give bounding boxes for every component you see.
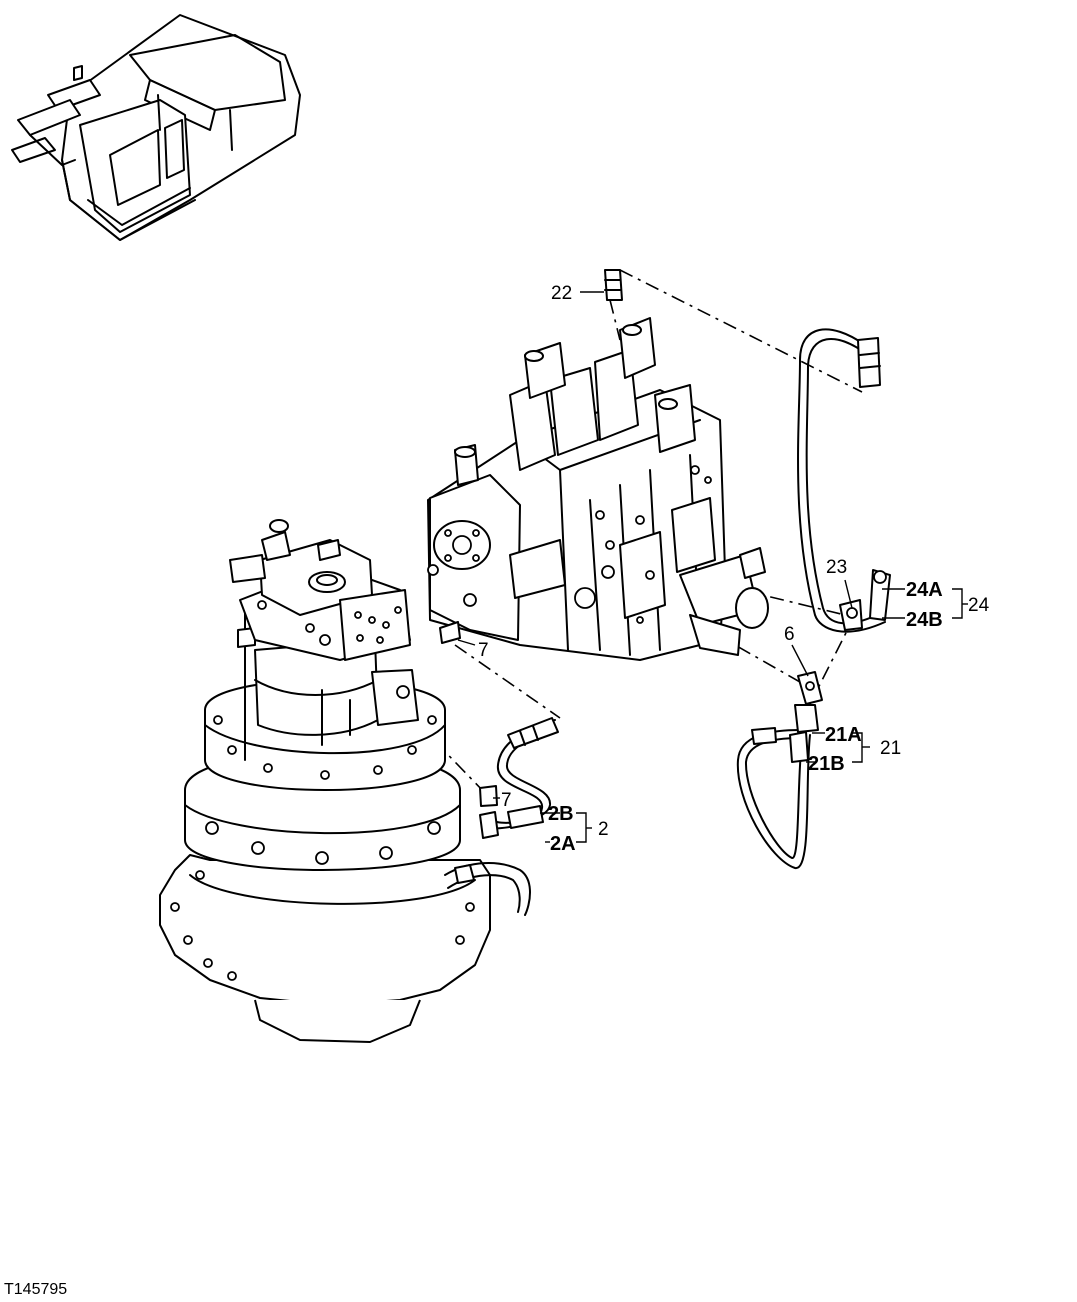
callout-21a: 21A [825,724,862,746]
callout-24: 24 [968,595,990,616]
callout-labels: 22 23 24A 24B 24 6 7 7 21A 21B 21 2B 2A … [478,283,990,855]
callout-24b: 24B [906,609,943,631]
callout-21: 21 [880,738,901,759]
callout-24a: 24A [906,579,943,601]
callout-21b: 21B [808,753,845,775]
control-valve-assembly [427,317,769,661]
hose-2 [479,717,559,839]
callout-6: 6 [784,624,795,645]
figure-id: T145795 [4,1281,67,1298]
callout-23: 23 [826,557,847,578]
callout-2b: 2B [548,803,574,825]
callout-7-lower: 7 [501,790,512,811]
part-7-fittings [439,621,498,807]
callout-7-upper: 7 [478,640,489,661]
part-6-fitting [797,671,823,705]
callout-2: 2 [598,819,609,840]
callout-22: 22 [551,283,572,304]
hose-24 [797,328,891,633]
callout-2a: 2A [550,833,576,855]
part-22-plug [604,269,623,301]
swing-motor-assembly [159,519,531,1043]
callout-leaders [457,291,968,843]
excavator-locator-thumbnail [11,14,301,241]
hose-21 [736,704,819,869]
